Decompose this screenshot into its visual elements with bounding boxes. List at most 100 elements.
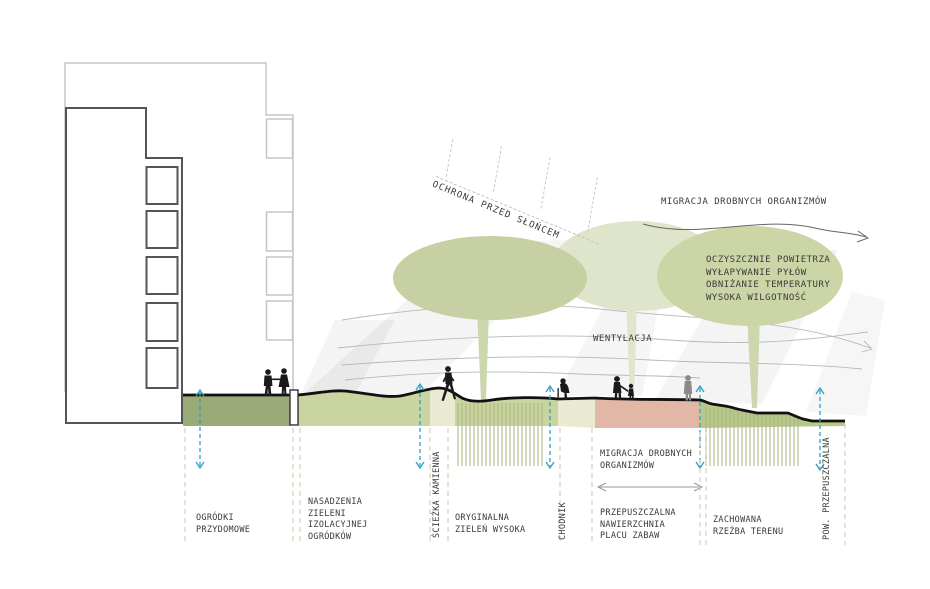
infiltration-arrow xyxy=(815,386,825,472)
people xyxy=(263,366,693,401)
tree-trunk xyxy=(747,315,760,408)
window xyxy=(145,347,179,389)
arrowhead-down xyxy=(415,461,425,470)
zone-label-stone-path: ŚCIEŻKA KAMIENNA xyxy=(432,451,442,538)
arrowhead-down xyxy=(545,461,555,470)
arm xyxy=(620,385,629,392)
arrowhead-up xyxy=(545,384,555,393)
infiltration-arrow xyxy=(195,388,205,470)
leg xyxy=(441,384,450,401)
child-body xyxy=(628,388,634,396)
zone-label-sidewalk: CHODNIK xyxy=(558,502,568,540)
leg xyxy=(688,394,692,401)
leg xyxy=(449,384,456,400)
arrowhead xyxy=(856,230,870,243)
window xyxy=(145,166,179,205)
tree-canopy-right xyxy=(657,226,843,326)
window xyxy=(265,211,294,252)
front-building xyxy=(65,107,183,424)
infiltration-arrow xyxy=(415,382,425,470)
adult-with-child-silhouette xyxy=(613,376,634,401)
head xyxy=(614,376,620,382)
body xyxy=(613,382,622,393)
zone-label-original-greenery: ORYGINALNA ZIELEŃ WYSOKA xyxy=(455,513,526,535)
tree-trunk xyxy=(626,300,637,398)
window xyxy=(145,210,179,249)
tree-trunk xyxy=(477,308,489,400)
strip-playground xyxy=(595,398,700,428)
zone-guide-lines xyxy=(184,424,846,545)
body xyxy=(683,381,693,394)
tree-canopy-left xyxy=(393,236,587,320)
arrowhead-up xyxy=(695,384,705,393)
body xyxy=(278,374,290,387)
tree-benefits-label: OCZYSZCZNIE POWIETRZA WYŁAPYWANIE PYŁÓW … xyxy=(706,255,831,303)
flow-arrowhead xyxy=(861,340,873,353)
couple-silhouette xyxy=(263,368,290,396)
zone-label-private-gardens: OGRÓDKI PRZYDOMOWE xyxy=(196,513,251,535)
elderly-person-silhouette xyxy=(557,378,570,400)
arrowhead-up xyxy=(195,388,205,397)
ventilation-label: WENTYLACJA xyxy=(593,334,653,344)
strip-isolation-greenery xyxy=(298,390,430,426)
window xyxy=(265,256,294,296)
background-building-windows xyxy=(265,118,294,341)
flow-line xyxy=(337,331,869,349)
cane xyxy=(557,388,559,400)
migration-arrow-bottom xyxy=(596,482,704,492)
strip-stone-path xyxy=(430,388,455,426)
trees xyxy=(393,221,843,408)
garden-wall xyxy=(289,389,299,426)
standing-person-silhouette xyxy=(683,375,693,401)
migration-bottom-label: MIGRACJA DROBNYCH ORGANIZMÓW xyxy=(600,449,693,471)
flow-line xyxy=(341,356,863,370)
arm xyxy=(442,374,448,383)
body xyxy=(263,375,273,396)
legs xyxy=(281,387,287,396)
walking-person-silhouette xyxy=(441,366,456,401)
zone-label-permeable-surface: POW. PRZEPUSZCZALNA xyxy=(822,437,832,540)
head xyxy=(265,369,271,375)
ventilation-flow-lines xyxy=(337,304,873,381)
arrowhead-up xyxy=(415,382,425,391)
infiltration-arrow xyxy=(545,384,555,470)
zone-label-playground: PRZEPUSZCZALNA NAWIERZCHNIA PLACU ZABAW xyxy=(600,508,676,541)
window xyxy=(145,302,179,342)
migration-top-label: MIGRACJA DROBNYCH ORGANIZMÓW xyxy=(661,197,827,207)
window xyxy=(265,118,294,159)
hatch-group-left xyxy=(457,403,543,466)
arrowhead-down xyxy=(195,461,205,470)
leg xyxy=(685,394,688,401)
zone-label-preserved-terrain: ZACHOWANA RZEŹBA TERENU xyxy=(713,515,784,537)
zone-label-isolation-greenery: NASADZENIA ZIELENI IZOLACYJNEJ OGRÓDKÓW xyxy=(308,497,368,542)
linked-arms xyxy=(270,378,281,381)
strip-sidewalk xyxy=(558,398,595,428)
arm xyxy=(449,374,455,382)
head xyxy=(445,366,451,372)
head xyxy=(685,375,691,381)
child-leg xyxy=(631,396,634,401)
bent-body xyxy=(560,382,570,400)
arrowhead-right xyxy=(693,482,704,492)
sun-beam xyxy=(806,292,885,416)
migration-arrow-top xyxy=(642,223,870,243)
window xyxy=(145,256,179,295)
flow-line xyxy=(344,371,701,381)
child-head xyxy=(628,383,634,389)
leg xyxy=(614,393,618,400)
front-building-windows xyxy=(145,166,179,389)
sun-beam xyxy=(302,320,395,394)
sun-beam xyxy=(556,298,660,396)
root-hatch-lines xyxy=(457,403,799,466)
child-leg xyxy=(629,396,631,401)
leg xyxy=(618,393,622,400)
head xyxy=(560,378,566,384)
arrowhead-left xyxy=(596,482,607,492)
head xyxy=(281,368,287,374)
window xyxy=(265,300,294,341)
arrow-curve xyxy=(642,223,867,238)
strip-private-gardens xyxy=(183,394,290,426)
arrowhead-up xyxy=(815,386,825,395)
